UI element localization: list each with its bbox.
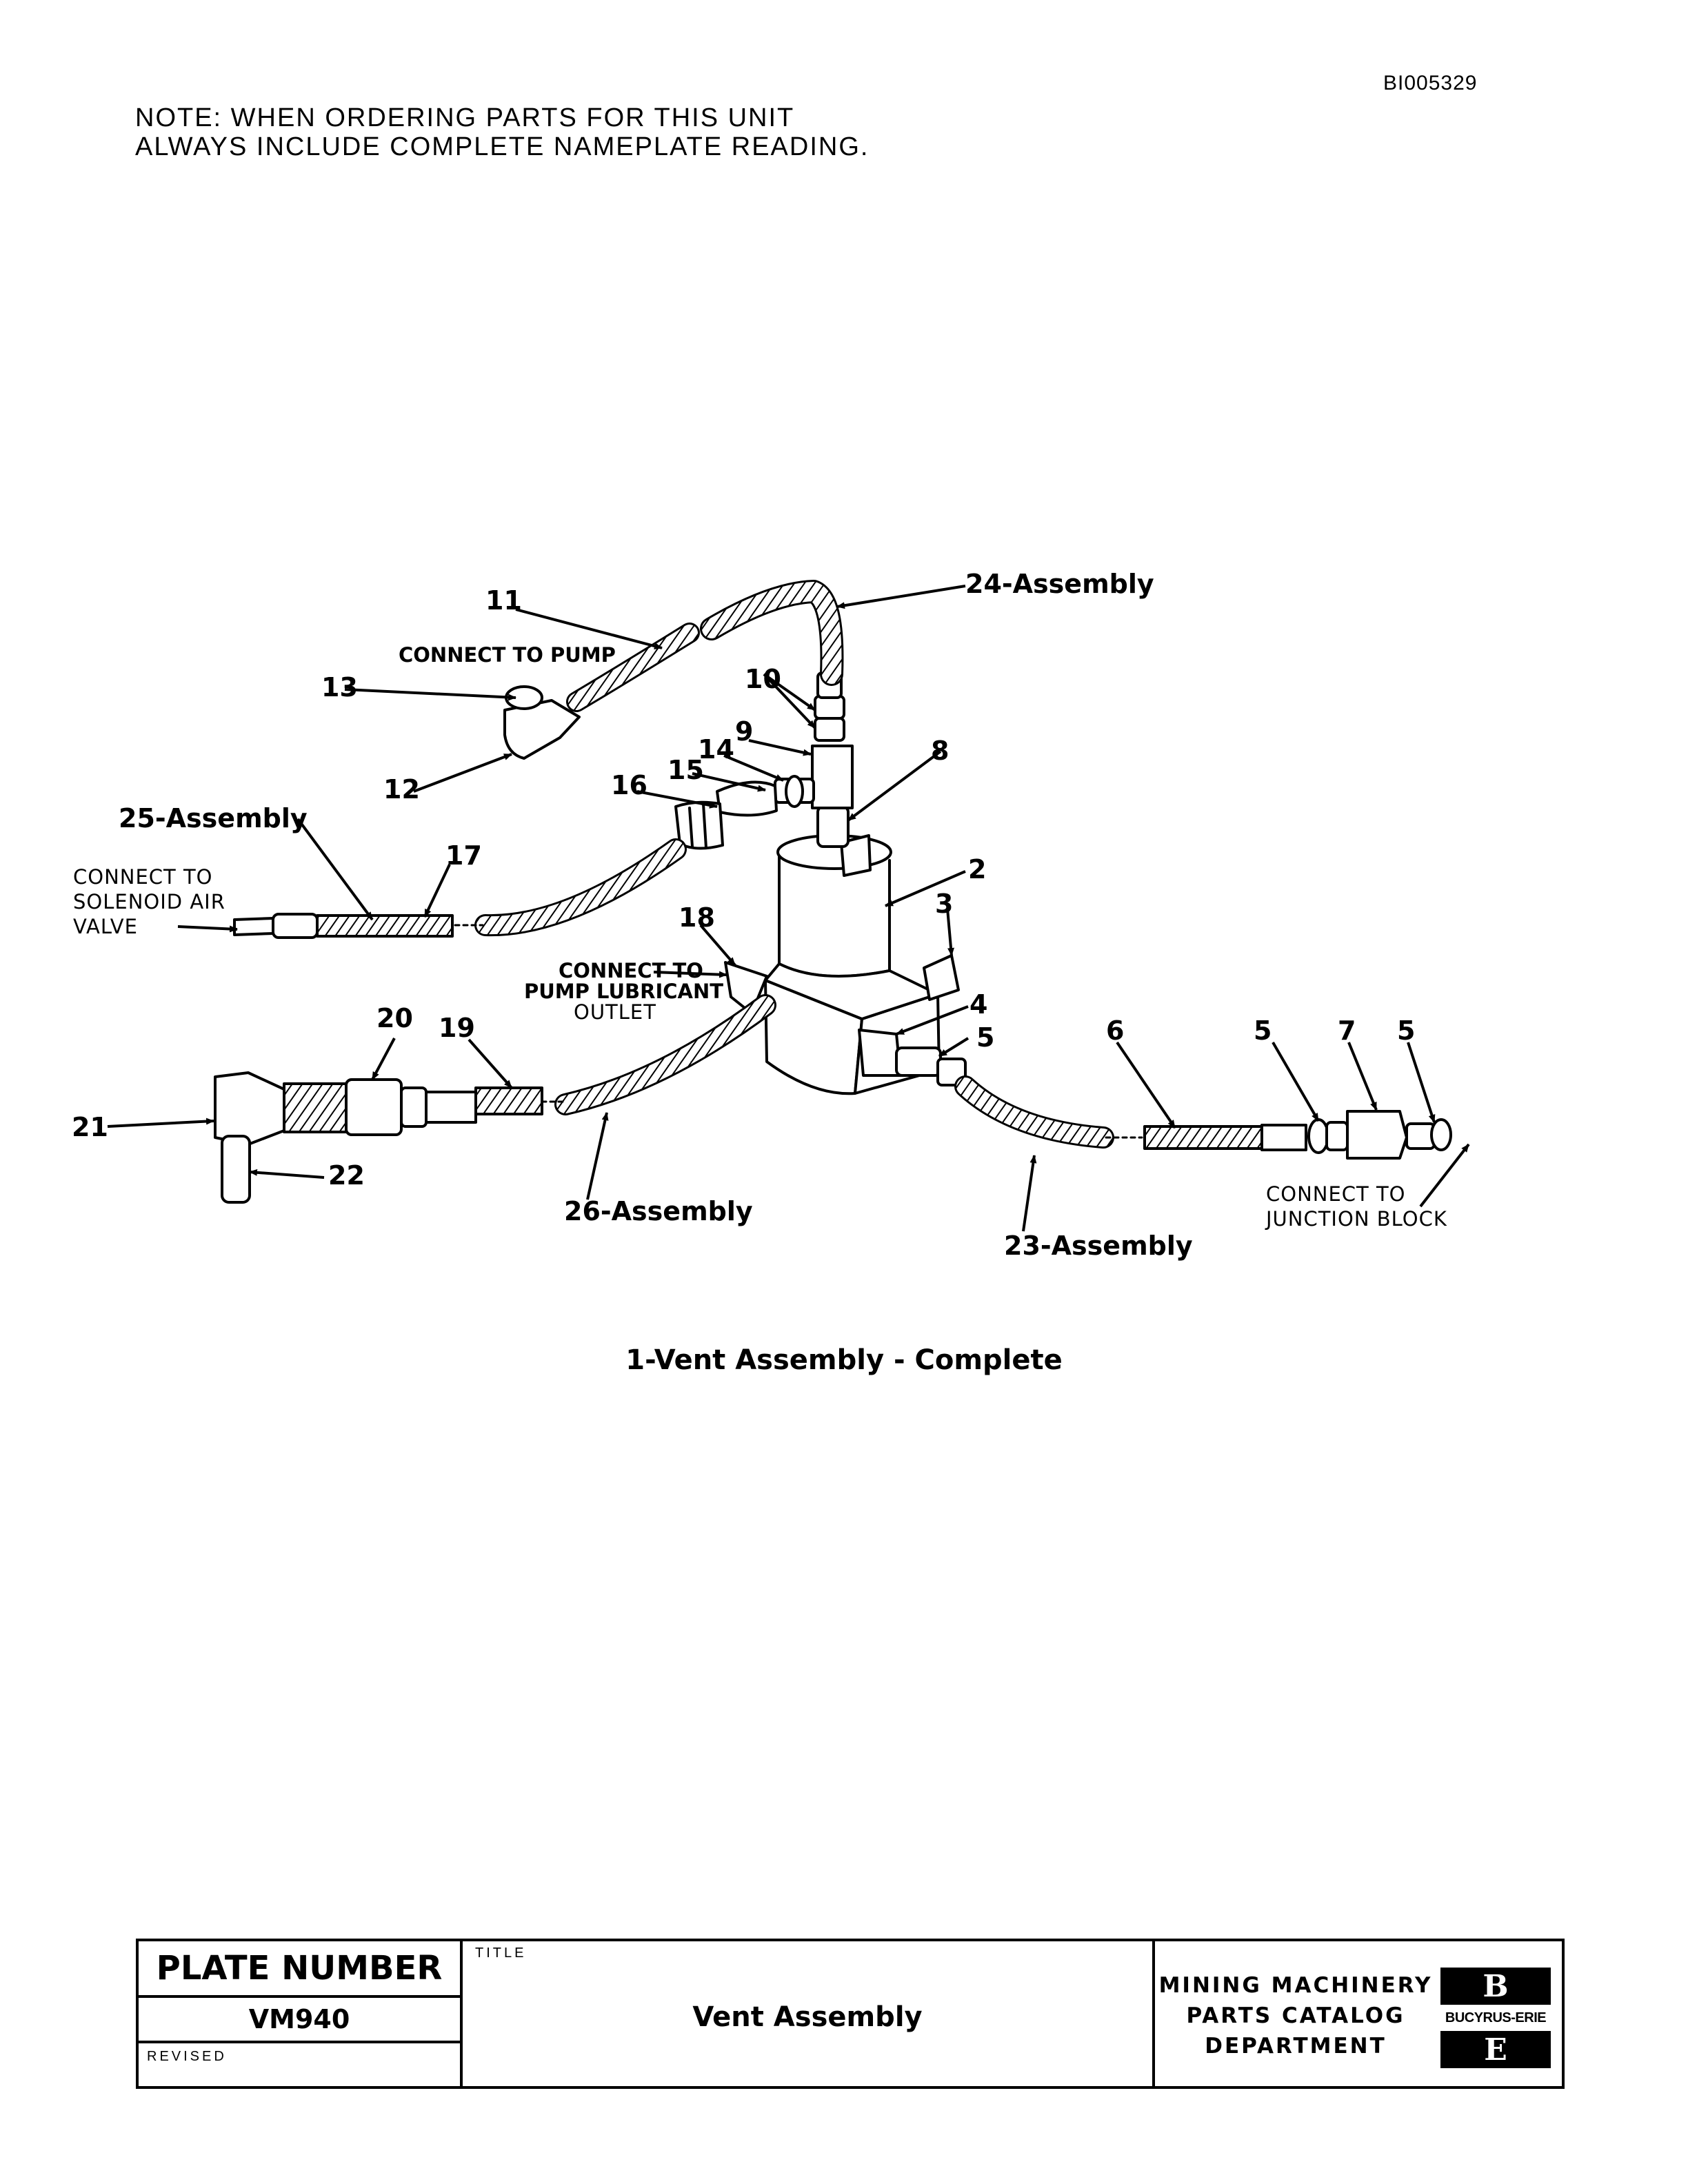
note-line-1: NOTE: WHEN ORDERING PARTS FOR THIS UNIT	[135, 103, 795, 132]
part-label-6: 6	[1106, 1015, 1124, 1046]
department-text: MINING MACHINERY PARTS CATALOG DEPARTMEN…	[1158, 1970, 1434, 2061]
part-label-4: 4	[969, 989, 987, 1020]
ordering-note: NOTE: WHEN ORDERING PARTS FOR THIS UNIT …	[135, 103, 869, 161]
part-label-5: 5	[1254, 1015, 1272, 1046]
diagram-caption: 1-Vent Assembly - Complete	[625, 1344, 1063, 1376]
part-label-7: 7	[1338, 1015, 1356, 1046]
assembly-label-25: 25-Assembly	[119, 803, 308, 833]
assembly-label-23: 23-Assembly	[1004, 1231, 1193, 1261]
part-label-19: 19	[439, 1013, 475, 1043]
plate-number-value: VM940	[139, 1998, 460, 2043]
hose-19	[474, 1086, 543, 1115]
document-id: BI005329	[1383, 72, 1478, 94]
part-label-5: 5	[1397, 1015, 1415, 1046]
logo-e-block: E	[1440, 2031, 1551, 2068]
drawing-parts	[214, 580, 1452, 1204]
assembly-label-24: 24-Assembly	[965, 569, 1154, 599]
connect-solenoid-line-3: VALVE	[73, 915, 138, 938]
connect-lubricant-line-2: PUMP LUBRICANT	[524, 980, 723, 1003]
connect-junction-line-2: JUNCTION BLOCK	[1265, 1207, 1447, 1231]
part-label-16: 16	[611, 770, 647, 800]
fitting-3	[923, 954, 960, 1001]
part-label-22: 22	[328, 1160, 365, 1191]
part-label-5: 5	[976, 1022, 994, 1053]
part-label-18: 18	[679, 902, 715, 933]
plate-number-cell: PLATE NUMBER VM940 REVISED	[139, 1941, 463, 2086]
part-label-2: 2	[968, 854, 986, 884]
connectors-5-7	[1260, 1110, 1452, 1160]
connect-junction-line-1: CONNECT TO	[1266, 1182, 1406, 1206]
part-label-21: 21	[72, 1112, 108, 1142]
vent-valve-body	[764, 834, 941, 1095]
hose-25b	[316, 914, 454, 938]
connect-solenoid-line-1: CONNECT TO	[73, 865, 213, 889]
leader-lines	[107, 585, 1470, 1232]
coupling-20-21-22	[214, 1071, 477, 1204]
connect-lubricant-line-3: OUTLET	[574, 1000, 656, 1024]
part-label-17: 17	[445, 840, 482, 871]
part-label-8: 8	[931, 736, 949, 766]
logo-b-block: B	[1440, 1968, 1551, 2005]
part-label-20: 20	[376, 1003, 413, 1033]
assembly-label-26: 26-Assembly	[564, 1196, 753, 1226]
title-label: TITLE	[475, 1945, 527, 1961]
part-label-12: 12	[383, 774, 420, 805]
department-line-1: MINING MACHINERY	[1158, 1973, 1433, 1998]
note-line-2: ALWAYS INCLUDE COMPLETE NAMEPLATE READIN…	[135, 132, 870, 161]
part-label-3: 3	[935, 889, 953, 919]
part-label-13: 13	[321, 672, 358, 702]
revised-label: REVISED	[147, 2049, 227, 2064]
title-cell: Vent Assembly	[463, 1941, 1155, 2086]
connect-lubricant-line-1: CONNECT TO	[559, 959, 703, 982]
part-label-10: 10	[745, 664, 781, 694]
department-line-2: PARTS CATALOG	[1186, 2003, 1405, 2028]
part-label-11: 11	[485, 585, 522, 616]
elbow-12	[503, 699, 581, 760]
part-label-9: 9	[735, 716, 753, 747]
department-line-3: DEPARTMENT	[1205, 2034, 1387, 2059]
connect-pump-note: CONNECT TO PUMP	[399, 643, 616, 667]
part-label-15: 15	[667, 755, 704, 785]
plate-number-label: PLATE NUMBER	[139, 1941, 460, 1998]
title-block: PLATE NUMBER VM940 REVISED Vent Assembly…	[136, 1939, 1565, 2089]
logo-company-name: BUCYRUS-ERIE	[1445, 2010, 1547, 2025]
bucyrus-erie-logo: B BUCYRUS-ERIE E	[1440, 1968, 1555, 2071]
hose-6	[1143, 1125, 1263, 1150]
connect-solenoid-line-2: SOLENOID AIR	[73, 890, 225, 913]
part-label-14: 14	[698, 734, 734, 765]
